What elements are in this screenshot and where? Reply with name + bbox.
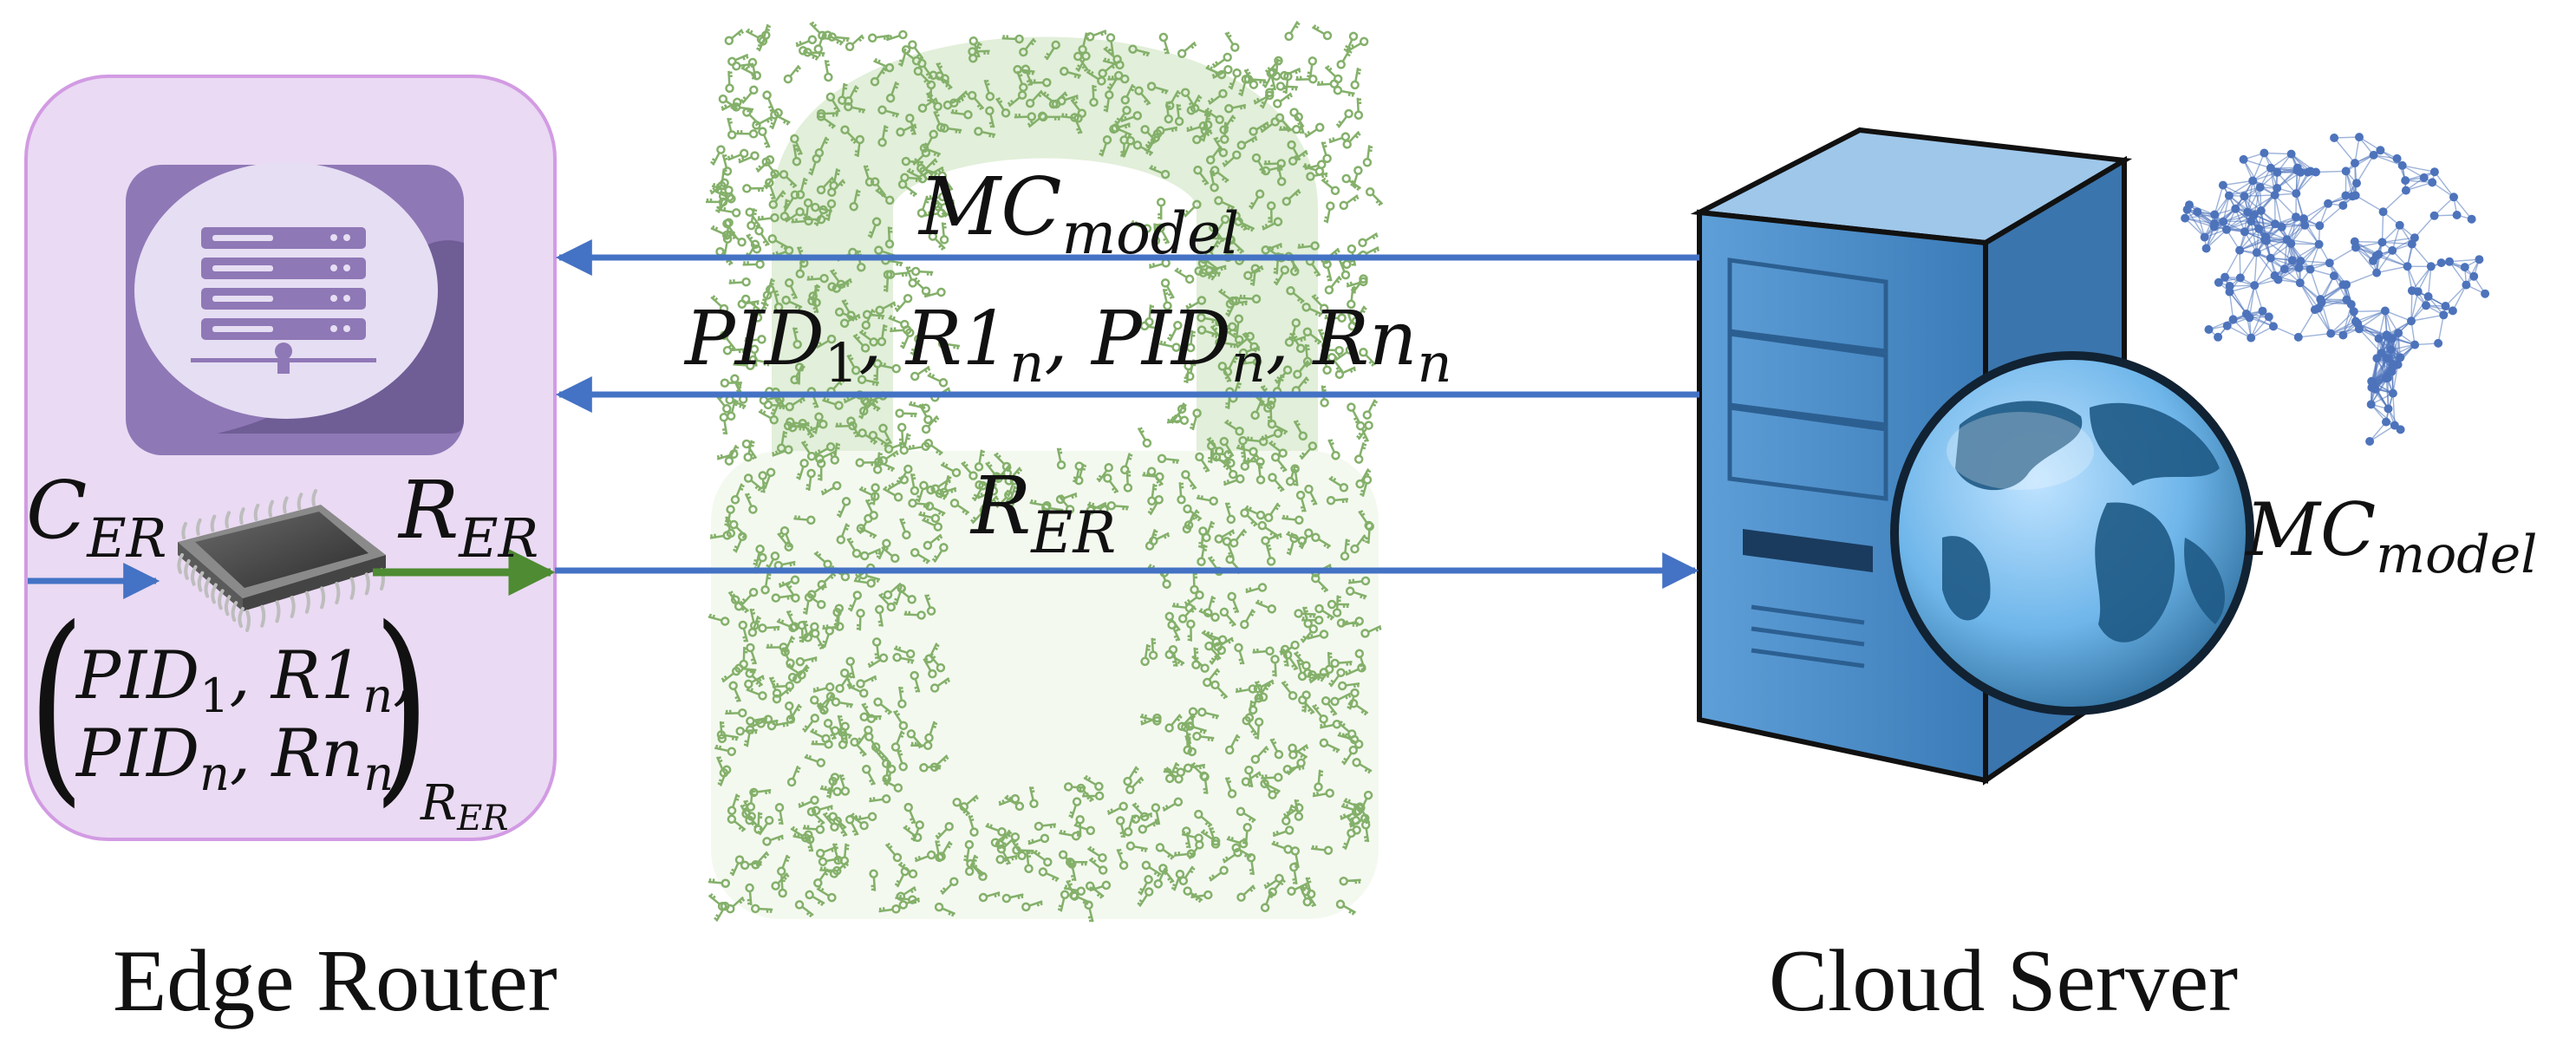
lock-pattern-icon (706, 20, 1384, 923)
svg-text:(: ( (28, 584, 85, 825)
globe-icon (1890, 351, 2254, 715)
model-label: MCmodel (2244, 487, 2537, 585)
edge-router-caption: Edge Router (113, 932, 558, 1030)
cloud-server-caption: Cloud Server (1769, 932, 2238, 1030)
response-label-local: RER (397, 464, 538, 570)
stored-tuple: ( PID1, R1n, PIDn, Rnn ) RER (28, 584, 508, 838)
svg-text:RER: RER (420, 775, 509, 838)
challenge-label: CER (26, 464, 166, 570)
message-label-response: RER (969, 460, 1116, 566)
message-label-mc-model: MCmodel (917, 160, 1239, 267)
svg-text:PID1, R1n,: PID1, R1n, (75, 636, 414, 723)
svg-text:): ) (374, 584, 431, 825)
brain-network-icon (2181, 133, 2490, 446)
message-label-pid-list: PID1, R1n, PIDn, Rnn (683, 296, 1452, 395)
server-rack-icon (126, 162, 464, 455)
svg-text:PIDn, Rnn: PIDn, Rnn (75, 714, 394, 801)
message-arrows (28, 239, 1699, 599)
